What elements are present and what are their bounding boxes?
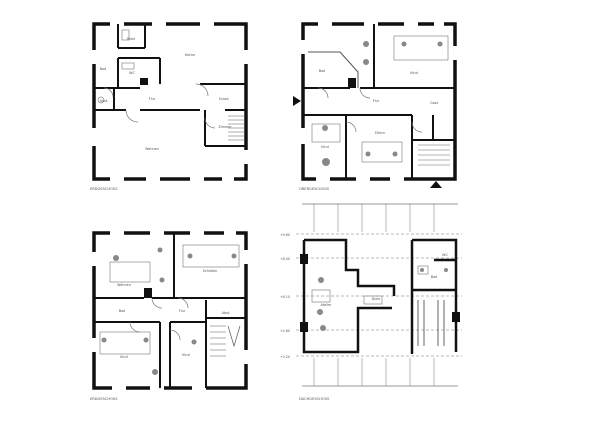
fixtures (97, 29, 135, 104)
level-label: +4.80 (280, 329, 290, 333)
furniture (317, 268, 448, 331)
room-label: WC (129, 71, 135, 75)
door-swings (103, 83, 216, 129)
room-label: Wohnen (145, 147, 159, 151)
chimney (144, 288, 152, 298)
room-label: Zimmer (218, 125, 232, 129)
level-label: +3.20 (280, 355, 290, 359)
plan-caption: OBERGESCHOSS (299, 187, 330, 191)
room-label: Diele (372, 297, 381, 301)
door-swings (317, 87, 423, 133)
room-label: Flur (373, 99, 380, 103)
stair (418, 144, 450, 166)
beds (99, 244, 240, 355)
roof-lines (302, 203, 458, 387)
rafters (313, 204, 435, 386)
room-label: Wohnen (117, 283, 131, 287)
room-label: Flur (149, 97, 156, 101)
room-label: Flur (179, 309, 186, 313)
room-label: Kind (120, 355, 127, 359)
attic-window-blocks (300, 254, 460, 332)
room-label: Abst. (222, 311, 231, 315)
level-label: +8.40 (280, 257, 290, 261)
beds (311, 35, 449, 163)
outer-walls (301, 22, 457, 181)
room-label: Schlafen (203, 269, 218, 273)
outer-walls (92, 22, 248, 181)
room-label: Bad (119, 309, 126, 313)
level-label: +6.10 (280, 295, 290, 299)
room-label: WC (442, 253, 448, 257)
plan-ground-floor-a: Diele Bad WC Küche Flur Abst. Wohnen Ess… (90, 21, 250, 191)
room-labels: Wohnen Schlafen Bad Flur Kind Kind Abst. (117, 269, 230, 359)
window-openings (90, 230, 250, 391)
room-label: Essen (219, 97, 229, 101)
furniture (322, 41, 443, 166)
chimney (348, 78, 356, 88)
level-labels: +9.60 +8.40 +6.10 +4.80 +3.20 (280, 233, 290, 359)
plan-caption: ERDGESCHOSS (90, 397, 118, 401)
room-label: Atelier (320, 303, 332, 307)
room-label: Bad (100, 67, 107, 71)
door-swings (129, 297, 189, 341)
level-lines (296, 233, 462, 357)
inner-walls (94, 233, 246, 388)
stair (228, 115, 244, 141)
room-label: Diele (127, 37, 136, 41)
inner-walls (303, 24, 455, 179)
plan-caption: ERDGESCHOSS (90, 187, 118, 191)
bath-wall (308, 51, 359, 88)
chimney (140, 78, 148, 85)
stair (210, 325, 241, 357)
room-label: Gast (430, 101, 438, 105)
room-label: Bad (431, 275, 438, 279)
room-label: Eltern (375, 131, 385, 135)
level-label: +9.60 (280, 233, 290, 237)
inner-walls (94, 24, 246, 147)
plan-ground-floor-b: Wohnen Schlafen Bad Flur Kind Kind Abst.… (90, 230, 250, 401)
room-label: Kind (182, 353, 189, 357)
stair-marker (293, 96, 442, 188)
furniture (101, 247, 237, 375)
room-labels: Diele Bad WC Küche Flur Abst. Wohnen Ess… (100, 37, 233, 151)
fixtures (311, 265, 429, 305)
room-labels: Atelier Diele Bad WC (320, 253, 448, 307)
plan-upper-floor: Bad Kind Eltern Flur Kind Gast OBERGESCH… (293, 21, 459, 191)
room-label: Bad (319, 69, 326, 73)
plan-attic: +9.60 +8.40 +6.10 +4.80 +3.20 (280, 203, 462, 401)
room-label: Kind (410, 71, 417, 75)
room-labels: Bad Kind Eltern Flur Kind Gast (319, 69, 439, 149)
room-label: Kind (321, 145, 328, 149)
room-label: Abst. (100, 99, 109, 103)
stair (417, 300, 445, 346)
room-label: Küche (185, 53, 195, 57)
plan-caption: DACHGESCHOSS (299, 397, 330, 401)
window-openings (299, 21, 459, 182)
